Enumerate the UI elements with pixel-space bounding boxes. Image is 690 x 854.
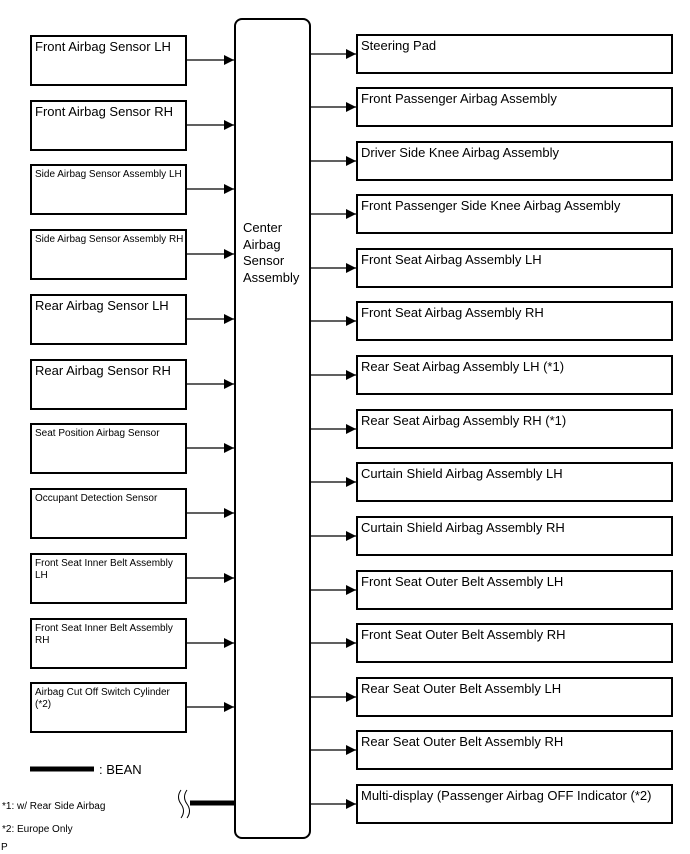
output-box-front-passenger-airbag: Front Passenger Airbag Assembly	[356, 87, 673, 127]
output-box-driver-side-knee-airbag: Driver Side Knee Airbag Assembly	[356, 141, 673, 181]
center-label-line: Assembly	[243, 269, 300, 285]
output-box-multi-display: Multi-display (Passenger Airbag OFF Indi…	[356, 784, 673, 824]
center-airbag-sensor-assembly: Center Airbag Sensor Assembly	[234, 18, 311, 839]
footnote-1: *1: w/ Rear Side Airbag	[2, 801, 106, 812]
output-box-steering-pad: Steering Pad	[356, 34, 673, 74]
output-label: Curtain Shield Airbag Assembly LH	[361, 466, 563, 481]
input-box-side-airbag-sensor-lh: Side Airbag Sensor Assembly LH	[30, 164, 187, 215]
input-label: Front Airbag Sensor LH	[35, 39, 171, 54]
output-box-front-passenger-side-knee-airbag: Front Passenger Side Knee Airbag Assembl…	[356, 194, 673, 234]
output-label: Front Seat Outer Belt Assembly LH	[361, 574, 564, 589]
output-box-front-seat-outer-belt-rh: Front Seat Outer Belt Assembly RH	[356, 623, 673, 663]
input-label: Rear Airbag Sensor LH	[35, 298, 169, 313]
output-label: Rear Seat Airbag Assembly LH (*1)	[361, 359, 565, 374]
input-box-rear-airbag-sensor-lh: Rear Airbag Sensor LH	[30, 294, 187, 345]
input-label: Front Airbag Sensor RH	[35, 104, 174, 119]
output-label: Curtain Shield Airbag Assembly RH	[361, 520, 565, 535]
output-label: Multi-display (Passenger Airbag OFF Indi…	[361, 788, 652, 803]
input-label: Airbag Cut Off Switch Cylinder (*2)	[35, 687, 170, 710]
input-label: Side Airbag Sensor Assembly LH	[35, 169, 182, 180]
output-box-front-seat-outer-belt-lh: Front Seat Outer Belt Assembly LH	[356, 570, 673, 610]
input-label: Seat Position Airbag Sensor	[35, 428, 160, 439]
input-box-side-airbag-sensor-rh: Side Airbag Sensor Assembly RH	[30, 229, 187, 280]
output-label: Front Seat Airbag Assembly LH	[361, 252, 542, 267]
corner-mark: P	[1, 842, 8, 853]
output-box-curtain-shield-airbag-lh: Curtain Shield Airbag Assembly LH	[356, 462, 673, 502]
bean-legend-label: : BEAN	[99, 762, 142, 777]
output-label: Driver Side Knee Airbag Assembly	[361, 145, 559, 160]
input-box-front-seat-inner-belt-rh: Front Seat Inner Belt Assembly RH	[30, 618, 187, 669]
output-label: Front Passenger Side Knee Airbag Assembl…	[361, 198, 621, 213]
input-label: Rear Airbag Sensor RH	[35, 363, 171, 378]
output-label: Front Seat Outer Belt Assembly RH	[361, 627, 566, 642]
input-label: Side Airbag Sensor Assembly RH	[35, 234, 184, 245]
input-box-occupant-detection-sensor: Occupant Detection Sensor	[30, 488, 187, 539]
output-label: Rear Seat Outer Belt Assembly RH	[361, 734, 564, 749]
input-box-airbag-cut-off-switch: Airbag Cut Off Switch Cylinder (*2)	[30, 682, 187, 733]
output-label: Front Seat Airbag Assembly RH	[361, 305, 544, 320]
output-box-curtain-shield-airbag-rh: Curtain Shield Airbag Assembly RH	[356, 516, 673, 556]
center-label-line: Center	[243, 220, 283, 235]
center-label-line: Airbag	[243, 236, 281, 252]
output-box-rear-seat-outer-belt-lh: Rear Seat Outer Belt Assembly LH	[356, 677, 673, 717]
input-label: Front Seat Inner Belt Assembly LH	[35, 558, 173, 581]
output-box-rear-seat-airbag-lh: Rear Seat Airbag Assembly LH (*1)	[356, 355, 673, 395]
center-label-line: Sensor	[243, 253, 285, 269]
output-label: Rear Seat Outer Belt Assembly LH	[361, 681, 562, 696]
output-label: Front Passenger Airbag Assembly	[361, 91, 557, 106]
input-label: Front Seat Inner Belt Assembly RH	[35, 623, 173, 646]
output-label: Rear Seat Airbag Assembly RH (*1)	[361, 413, 567, 428]
break-mark	[178, 789, 190, 819]
output-box-rear-seat-outer-belt-rh: Rear Seat Outer Belt Assembly RH	[356, 730, 673, 770]
input-box-seat-position-airbag-sensor: Seat Position Airbag Sensor	[30, 423, 187, 474]
output-box-rear-seat-airbag-rh: Rear Seat Airbag Assembly RH (*1)	[356, 409, 673, 449]
input-label: Occupant Detection Sensor	[35, 493, 158, 504]
input-box-front-seat-inner-belt-lh: Front Seat Inner Belt Assembly LH	[30, 553, 187, 604]
output-box-front-seat-airbag-lh: Front Seat Airbag Assembly LH	[356, 248, 673, 288]
output-box-front-seat-airbag-rh: Front Seat Airbag Assembly RH	[356, 301, 673, 341]
input-box-rear-airbag-sensor-rh: Rear Airbag Sensor RH	[30, 359, 187, 410]
output-label: Steering Pad	[361, 38, 437, 53]
input-box-front-airbag-sensor-rh: Front Airbag Sensor RH	[30, 100, 187, 151]
center-label: Center Airbag Sensor Assembly	[243, 220, 299, 287]
footnote-2: *2: Europe Only	[2, 824, 73, 835]
input-box-front-airbag-sensor-lh: Front Airbag Sensor LH	[30, 35, 187, 86]
